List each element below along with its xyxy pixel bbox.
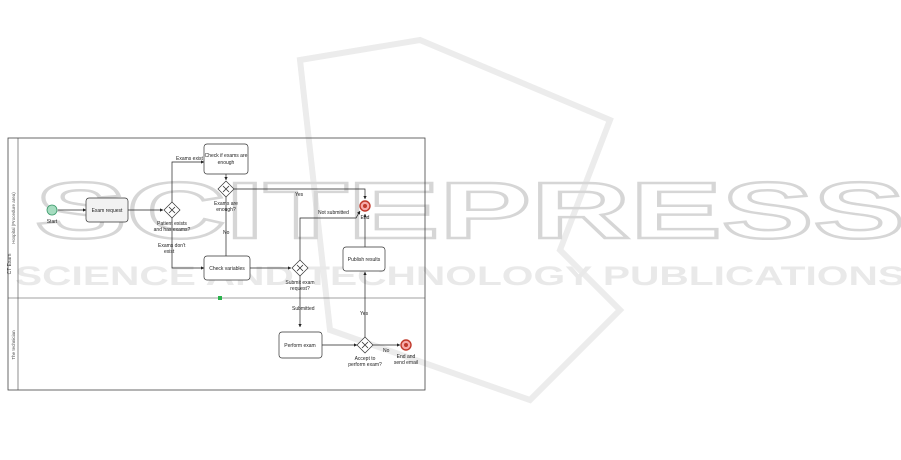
lane-resize-handle[interactable] (218, 296, 222, 300)
flow-yes-to-end (234, 188, 367, 200)
start-event[interactable] (46, 204, 58, 216)
flow-exams-exist (171, 160, 205, 202)
gateway-patient-exists-label-line1: Patient exists (157, 221, 187, 227)
pool-label: CT Exam (7, 254, 13, 275)
task-check-exams[interactable] (203, 143, 249, 175)
gateway-patient-exists[interactable] (163, 201, 181, 219)
watermark-subtitle: SCIENCE AND TECHNOLOGY PUBLICATIONS (15, 261, 901, 291)
task-check-exams-label-line1: Check if exams are (205, 153, 248, 159)
flow-not-submitted (299, 210, 361, 260)
start-event-label: Start (47, 219, 58, 225)
gateway-patient-exists-label-line2: and has exams? (154, 227, 191, 233)
end-event-label: End (361, 215, 370, 221)
gateway-submit-exam-x-marker (296, 264, 304, 272)
gateway-submit-exam-label-line1: Submit exam (285, 280, 314, 286)
gateway-accept-exam-label-line2: perform exam? (348, 362, 382, 368)
gateway-patient-exists-x-marker (168, 206, 176, 214)
task-check-exams-label-line2: enough (218, 160, 235, 166)
end-event-marker (363, 204, 367, 208)
gateway-exams-enough[interactable] (217, 180, 235, 198)
task-check-variables-label: Check variables (209, 266, 245, 272)
task-perform-exam-label: Perform exam (284, 343, 315, 349)
flow-label-no-bottom: No (383, 348, 390, 354)
flow-label-yes-bottom: Yes (360, 311, 369, 317)
task-perform-exam[interactable] (278, 331, 323, 359)
flow-label-exams-dont-exist-line1: Exams don't (158, 243, 186, 249)
lane-label-technician: The technician (11, 330, 16, 360)
gateway-exams-enough-label-line2: enough? (216, 207, 236, 213)
gateway-accept-exam[interactable] (356, 336, 374, 354)
flow-exams-dont-exist (171, 218, 205, 270)
end-email-label-line1: End and (397, 354, 416, 360)
flow-label-exams-dont-exist-line2: exist (164, 249, 175, 255)
gateway-accept-exam-x-marker (361, 341, 369, 349)
gateway-submit-exam[interactable] (291, 259, 309, 277)
gateway-exams-enough-x-marker (222, 185, 230, 193)
flow-label-not-submitted: Not submitted (318, 210, 349, 216)
flow-label-submitted: Submitted (292, 306, 315, 312)
lane-label-hospital: Hospital (Procedure area) (11, 192, 16, 244)
end-email-label-line2: send email (394, 360, 418, 366)
task-check-variables[interactable] (203, 255, 251, 281)
flow-label-yes-top: Yes (295, 192, 304, 198)
flow-label-exams-exist: Exams exist (176, 156, 204, 162)
flow-label-no-mid: No (223, 230, 230, 236)
end-email-event-marker (404, 343, 408, 347)
task-publish-results-label: Publish results (348, 257, 381, 263)
task-publish-results[interactable] (342, 246, 386, 272)
pool-ct-exam (7, 137, 426, 391)
task-exam-request[interactable] (85, 197, 129, 223)
gateway-accept-exam-label-line1: Accept to (355, 356, 376, 362)
task-exam-request-label: Exam request (92, 208, 123, 214)
gateway-submit-exam-label-line2: request? (290, 286, 310, 292)
gateway-exams-enough-label-line1: Exams are (214, 201, 238, 207)
